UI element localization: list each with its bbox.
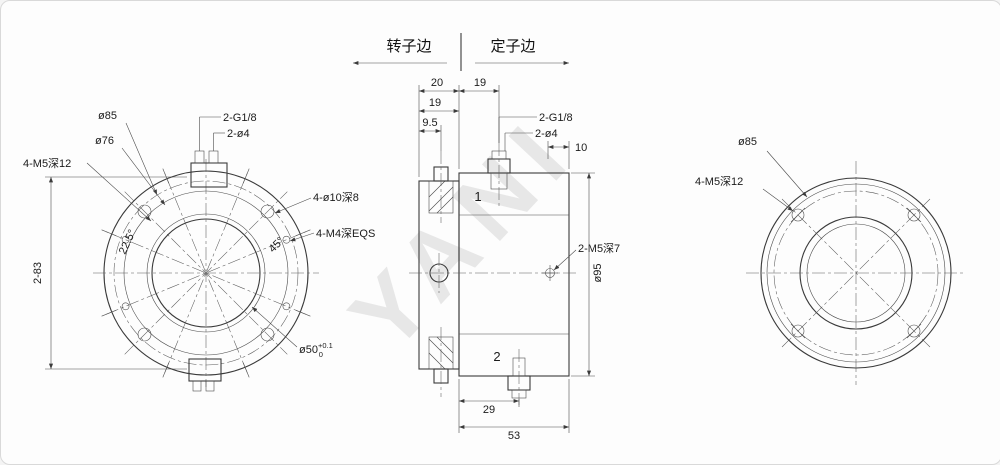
dia85-label: ø85 [98, 110, 117, 122]
m5-holes-leader-right [762, 188, 794, 212]
m4-holes-leader [289, 232, 315, 242]
dim-19-top-label: 19 [474, 77, 486, 89]
dia85-leader [125, 122, 158, 196]
dia76-leader [121, 147, 166, 206]
m5-holes-label: 4-M5深12 [23, 157, 71, 170]
dim-2-83-label: 2-83 [32, 262, 44, 284]
dim-29-label: 29 [483, 404, 495, 416]
m4-holes [121, 235, 291, 311]
dim-20-label: 20 [431, 77, 443, 89]
dia76-label: ø76 [95, 135, 114, 147]
rotor-port-bottom [428, 327, 454, 397]
rotor-top-port-block [190, 116, 228, 188]
m4-holes-label: 4-M4深EQS [316, 227, 375, 240]
m5-holes-label-right: 4-M5深12 [695, 175, 743, 188]
m5-holes-leader [86, 162, 152, 222]
angle-225-label: 22.5° [117, 228, 139, 256]
header: 转子边 定子边 [353, 33, 569, 71]
rotor-side-label: 转子边 [386, 38, 431, 55]
dia85-label-right: ø85 [738, 136, 757, 148]
left-view-center-lines [93, 159, 319, 387]
dia95-label: ø95 [592, 264, 604, 283]
section-view: 1 2 2-M5深7 20 19 19 [409, 77, 620, 442]
rotor-bottom-port-block [188, 358, 222, 392]
top-dimensions: 20 19 19 9.5 [418, 77, 500, 177]
rotor-port-top [428, 151, 454, 223]
port-2-label: 2 [493, 349, 500, 364]
dia4-ports-label: 2-ø4 [227, 128, 250, 140]
dia4-ports-label-mid: 2-ø4 [535, 128, 558, 140]
stator-side-label: 定子边 [490, 38, 535, 55]
m5-side-hole [542, 265, 558, 281]
m5-hole-label: 2-M5深7 [578, 242, 620, 255]
m5-mounting-holes [790, 207, 922, 339]
right-view: ø85 4-M5深12 [695, 136, 966, 385]
dim-53-label: 53 [508, 430, 520, 442]
dia10-holes [137, 204, 275, 342]
dim-9-5-label: 9.5 [422, 117, 437, 129]
dim-10-label: 10 [575, 142, 587, 154]
dim-19-left-label: 19 [429, 97, 441, 109]
dia10-holes-leader [274, 197, 312, 214]
right-view-center-lines [746, 161, 966, 385]
dia95-dimension: ø95 [571, 172, 604, 377]
port-1-label: 1 [474, 189, 481, 204]
angle-45-label: 45° [267, 235, 287, 255]
bottom-dimensions: 29 53 [458, 379, 570, 442]
dia85-leader-right [766, 150, 808, 198]
stator-port-2 [507, 349, 531, 405]
stator-port-labels: 2-G1/8 2-ø4 10 [498, 112, 587, 169]
radial-ticks [101, 168, 311, 378]
m5-hole-leader [553, 249, 577, 271]
stator-port-1 [487, 143, 511, 206]
g18-ports-label-mid: 2-G1/8 [539, 112, 573, 124]
g18-ports-label: 2-G1/8 [223, 112, 257, 124]
dia10-holes-label: 4-ø10深8 [313, 191, 359, 204]
left-view: 2-G1/8 2-ø4 ø85 ø76 4-M5深12 4-ø10深8 4-M4… [23, 110, 375, 392]
dia50-leader [251, 306, 298, 348]
dim-2-83: 2-83 [32, 176, 187, 370]
